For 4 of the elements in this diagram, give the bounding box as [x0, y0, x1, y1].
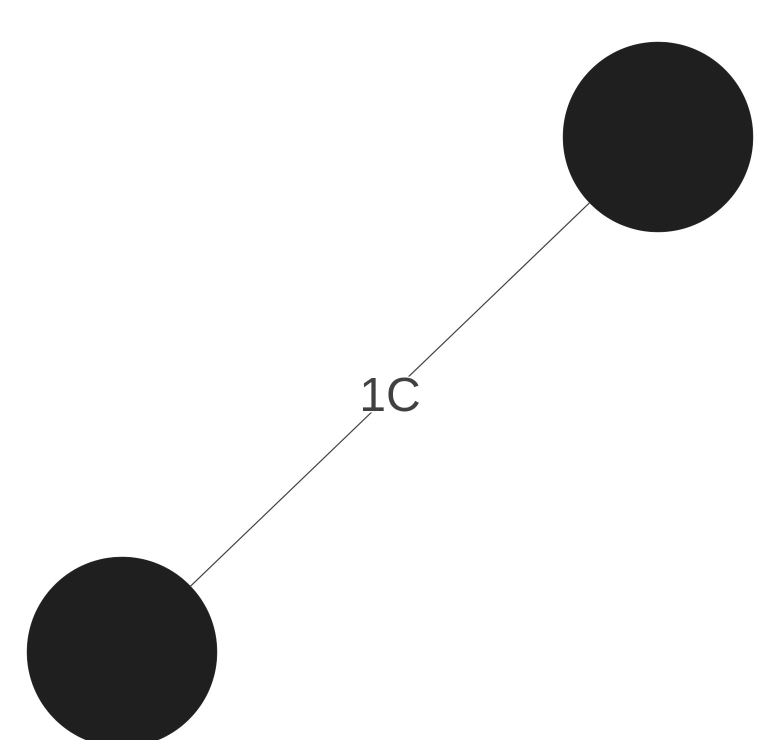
node-circle: [26, 556, 218, 740]
edge-label: 1C: [358, 376, 422, 412]
node-circle: [562, 42, 754, 232]
edge-line: [190, 202, 590, 586]
